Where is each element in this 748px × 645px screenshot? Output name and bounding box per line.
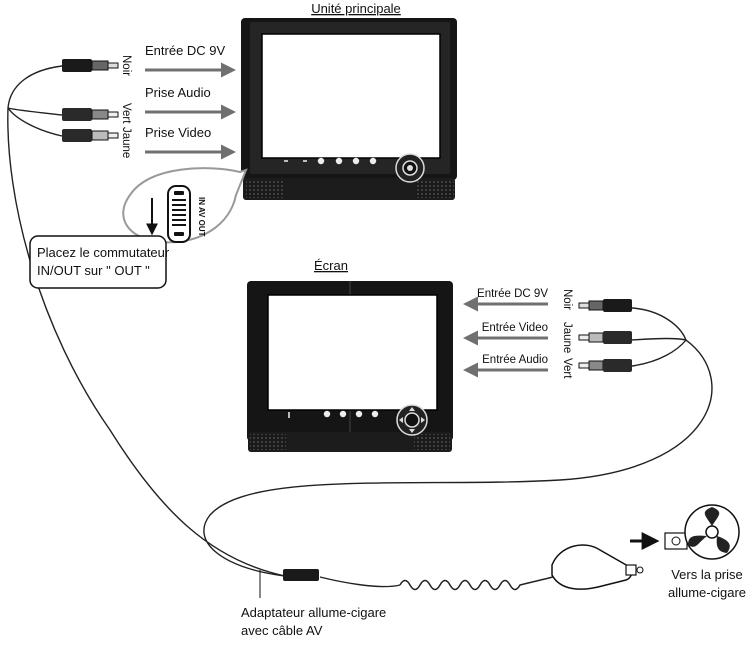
screen-green-plug-icon: [578, 359, 632, 372]
cigarette-socket-icon: [664, 504, 740, 560]
coiled-cord: [399, 574, 561, 591]
screen-unit: Écran: [247, 258, 453, 452]
screen-plug-color-black: Noir: [561, 289, 573, 310]
main-plug-color-green: Vert: [120, 103, 132, 124]
control-buttons: [284, 157, 377, 165]
main-dc-in-label: Entrée DC 9V: [145, 43, 226, 58]
main-plug-color-yellow: Jaune: [120, 127, 132, 158]
main-unit: Unité principale: [241, 1, 457, 200]
switch-instruction-line2: IN/OUT sur " OUT ": [37, 263, 150, 278]
main-plug-color-black: Noir: [120, 55, 132, 76]
switch-instruction-line1: Placez le commutateur: [37, 245, 170, 260]
speaker-grille: [246, 181, 284, 198]
cigarette-lighter-plug-icon: [551, 544, 644, 590]
cable-wires: [7, 65, 713, 588]
socket-label-line1: Vers la prise: [671, 567, 743, 582]
screen-video-label: Entrée Video: [482, 322, 548, 334]
switch-marking: IN AV OUT: [197, 197, 206, 237]
adapter-junction-icon: [259, 569, 319, 598]
speaker-grille: [250, 434, 286, 450]
main-unit-title: Unité principale: [311, 1, 401, 16]
navigation-dial-icon: [395, 153, 425, 183]
screen-audio-label: Entrée Audio: [482, 354, 548, 366]
screen-unit-display: [267, 294, 438, 411]
main-black-plug-icon: [62, 59, 119, 72]
main-audio-label: Prise Audio: [145, 85, 211, 100]
main-green-plug-icon: [62, 108, 119, 121]
screen-unit-arrows: [463, 296, 548, 378]
screen-dc-in-label: Entrée DC 9V: [477, 288, 548, 300]
screen-unit-title: Écran: [314, 258, 348, 273]
screen-plug-color-green: Vert: [561, 358, 573, 379]
in-out-switch-icon: [167, 185, 191, 243]
switch-callout: IN AV OUT Placez le commutateur IN/OUT s…: [29, 167, 248, 289]
socket-label-line2: allume-cigare: [668, 585, 746, 600]
adapter-label-line2: avec câble AV: [241, 623, 323, 638]
main-yellow-plug-icon: [62, 129, 119, 142]
navigation-dial-icon: [396, 404, 428, 436]
adapter-label-line1: Adaptateur allume-cigare: [241, 605, 386, 620]
control-buttons: [288, 410, 379, 418]
screen-black-plug-icon: [578, 299, 632, 312]
speaker-grille: [416, 181, 454, 198]
speaker-grille: [414, 434, 450, 450]
main-unit-arrows: [145, 62, 236, 160]
main-unit-screen: [261, 33, 441, 159]
screen-yellow-plug-icon: [578, 331, 632, 344]
main-video-label: Prise Video: [145, 125, 211, 140]
screen-plug-color-yellow: Jaune: [561, 322, 573, 353]
